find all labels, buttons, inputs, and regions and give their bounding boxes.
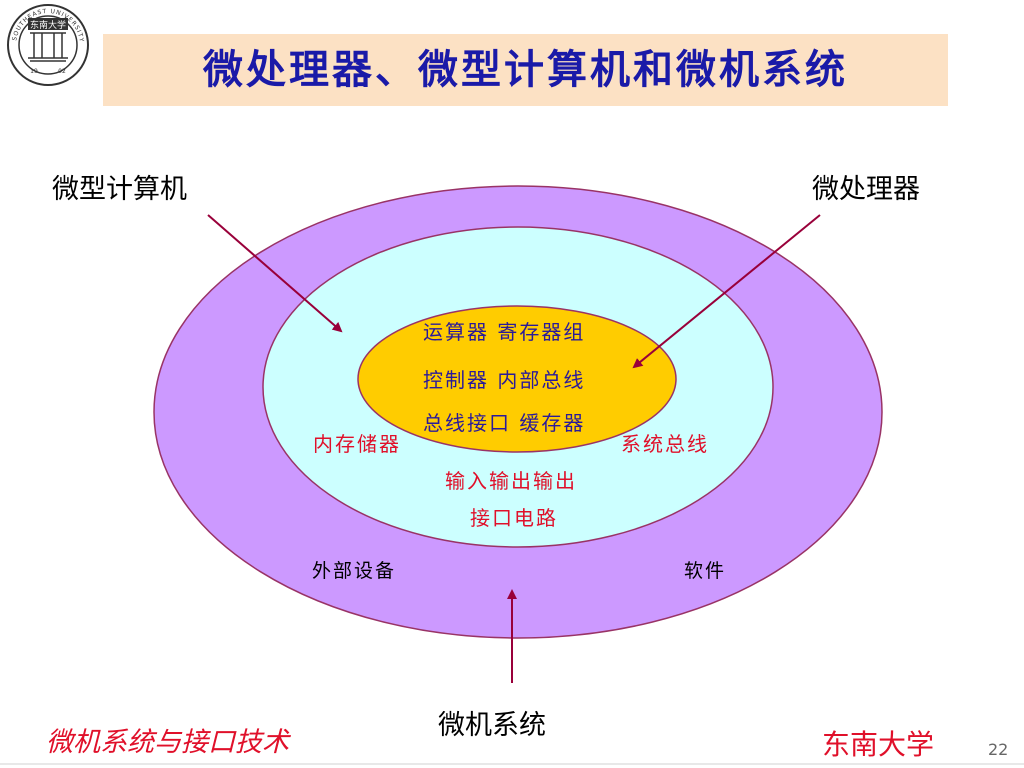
arrow-microprocessor (632, 214, 821, 369)
page-number: 22 (988, 740, 1009, 759)
label-io-interface-line2: 接口电路 (470, 506, 558, 530)
footer-university-name: 东南大学 (822, 728, 935, 761)
label-software: 软件 (684, 560, 727, 582)
footer-divider (0, 763, 1024, 765)
label-io-interface-line1: 输入输出输出 (445, 469, 577, 493)
label-internal-memory: 内存储器 (313, 432, 401, 456)
title-banner (103, 34, 948, 106)
label-system-bus: 系统总线 (621, 432, 709, 456)
logo-emblem-text: 东南大学 (30, 19, 66, 31)
label-peripherals: 外部设备 (312, 560, 397, 582)
logo-year-right: 02 (58, 68, 66, 75)
slide-title: 微处理器、微型计算机和微机系统 (203, 47, 848, 93)
callout-microcomputer: 微型计算机 (52, 174, 187, 205)
core-label-line2: 控制器 内部总线 (423, 368, 586, 392)
core-label-line3: 总线接口 缓存器 (423, 411, 586, 435)
arrow-microcomputer (207, 214, 343, 333)
callout-microcomputer-system: 微机系统 (438, 710, 546, 741)
callout-microprocessor: 微处理器 (812, 174, 920, 205)
core-ellipse-microprocessor (357, 305, 677, 453)
university-logo: SOUTHEAST UNIVERSITY 东南大学 19 02 (7, 4, 89, 86)
logo-year-left: 19 (30, 68, 38, 75)
footer-course-name: 微机系统与接口技术 (46, 727, 289, 758)
core-label-line1: 运算器 寄存器组 (423, 320, 586, 344)
